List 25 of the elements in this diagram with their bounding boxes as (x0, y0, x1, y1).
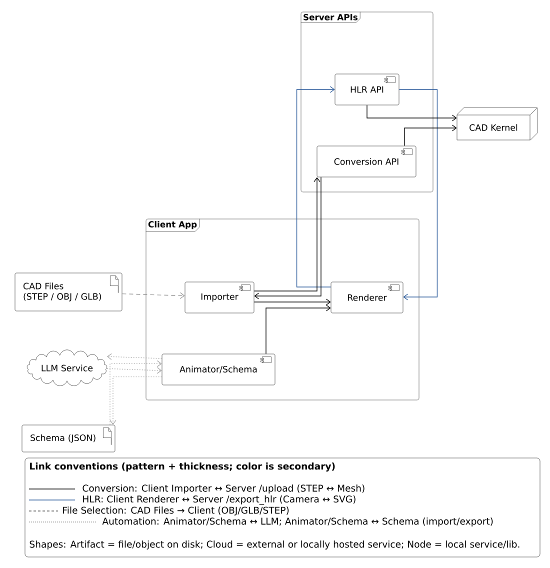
legend-text: Automation: Animator/Schema ↔ LLM; Animator/Schema ↔ Schema (import/export) (102, 518, 493, 526)
arrow (254, 298, 331, 306)
component-box: Importer (184, 282, 254, 314)
artifact-box: Schema (JSON) (22, 424, 116, 452)
artifact-box: CAD Files (STEP / OBJ / GLB) (14, 272, 122, 312)
arrow (404, 124, 457, 146)
component-box: Animator/Schema (162, 354, 276, 386)
component-box: Renderer (330, 282, 404, 314)
legend-text: File Selection: CAD Files → Client (OBJ/GLB/STEP) (63, 506, 289, 516)
arrow (398, 89, 438, 300)
arrow (106, 353, 162, 360)
legend-text: Conversion: Client Importer ↔ Server /upload (STEP ↔ Mesh) (82, 484, 364, 494)
note-text: Shapes: Artifact = file/object on disk; Cloud = external or locally hosted service; Node = local service/lib. (30, 540, 520, 550)
arrow (366, 104, 457, 122)
arrow (296, 86, 335, 288)
node-box: CAD Kernel (456, 108, 538, 140)
component-box: Conversion API (316, 146, 416, 178)
arrow (110, 360, 162, 426)
legend-text: HLR: Client Renderer ↔ Server /export_hlr (Camera ↔ SVG) (83, 495, 356, 505)
arrow (106, 367, 162, 374)
arrow (122, 292, 185, 299)
legend-title: Link conventions (pattern + thickness; color is secondary) (30, 462, 335, 472)
arrow (266, 304, 331, 354)
component-box: HLR API (334, 74, 400, 106)
arrow (110, 376, 162, 425)
